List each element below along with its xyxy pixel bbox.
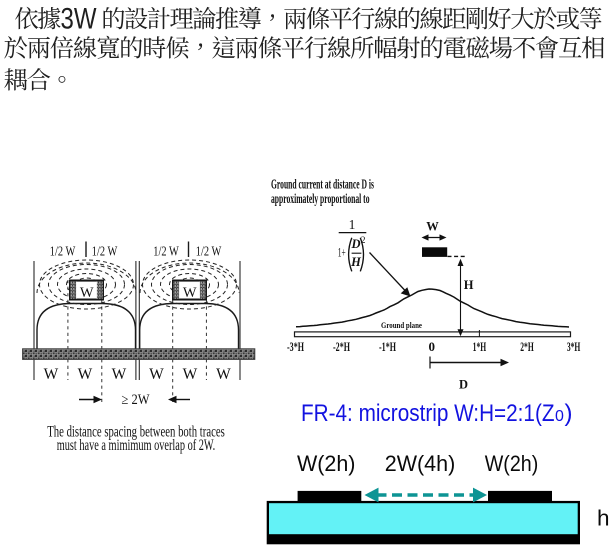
svg-text:3W: 3W [61, 3, 98, 36]
svg-text:1+: 1+ [338, 246, 346, 260]
svg-text:≥ 2W: ≥ 2W [122, 392, 150, 408]
svg-text:H: H [464, 278, 474, 292]
svg-text:W: W [183, 285, 197, 301]
svg-text:W: W [78, 366, 93, 383]
svg-text:1/2 W: 1/2 W [196, 244, 222, 259]
svg-text:must have a mimimum overlap of: must have a mimimum overlap of 2W. [57, 437, 216, 454]
svg-text:1/2 W: 1/2 W [153, 244, 179, 259]
svg-text:3*H: 3*H [567, 339, 581, 354]
svg-text:1*H: 1*H [473, 339, 487, 354]
svg-text:W(2h): W(2h) [297, 451, 356, 476]
svg-text:approximately proportional to: approximately proportional to [271, 191, 370, 206]
svg-text:Ground plane: Ground plane [381, 320, 422, 330]
svg-text:H: H [350, 255, 362, 269]
svg-text:The distance spacing between b: The distance spacing between both traces [47, 424, 225, 441]
svg-text:0: 0 [428, 339, 435, 354]
svg-text:Ground current at distance D i: Ground current at distance D is [271, 176, 374, 191]
svg-text:1/2 W: 1/2 W [50, 244, 76, 259]
svg-text:W: W [183, 366, 198, 383]
svg-text:W: W [426, 220, 439, 234]
svg-text:2W(4h): 2W(4h) [385, 451, 456, 476]
svg-text:W: W [112, 366, 127, 383]
svg-text:W: W [44, 366, 59, 383]
svg-text:D: D [350, 237, 360, 251]
svg-text:W: W [149, 366, 164, 383]
svg-text:2*H: 2*H [520, 339, 534, 354]
svg-text:-1*H: -1*H [379, 339, 396, 354]
svg-text:1/2 W: 1/2 W [92, 244, 118, 259]
svg-text:h: h [597, 506, 610, 531]
svg-text:2: 2 [361, 236, 366, 246]
svg-text:FR-4: microstrip W:H=2:1(Z: FR-4: microstrip W:H=2:1(Z [301, 400, 555, 427]
svg-text:W: W [216, 366, 231, 383]
svg-text:0: 0 [555, 408, 564, 425]
svg-text:W: W [80, 285, 94, 301]
svg-text:D: D [459, 378, 468, 392]
svg-text:-2*H: -2*H [333, 339, 350, 354]
svg-text:-3*H: -3*H [287, 339, 304, 354]
svg-text:W(2h): W(2h) [485, 451, 539, 476]
svg-text:): ) [565, 400, 573, 427]
svg-text:1: 1 [349, 217, 356, 232]
